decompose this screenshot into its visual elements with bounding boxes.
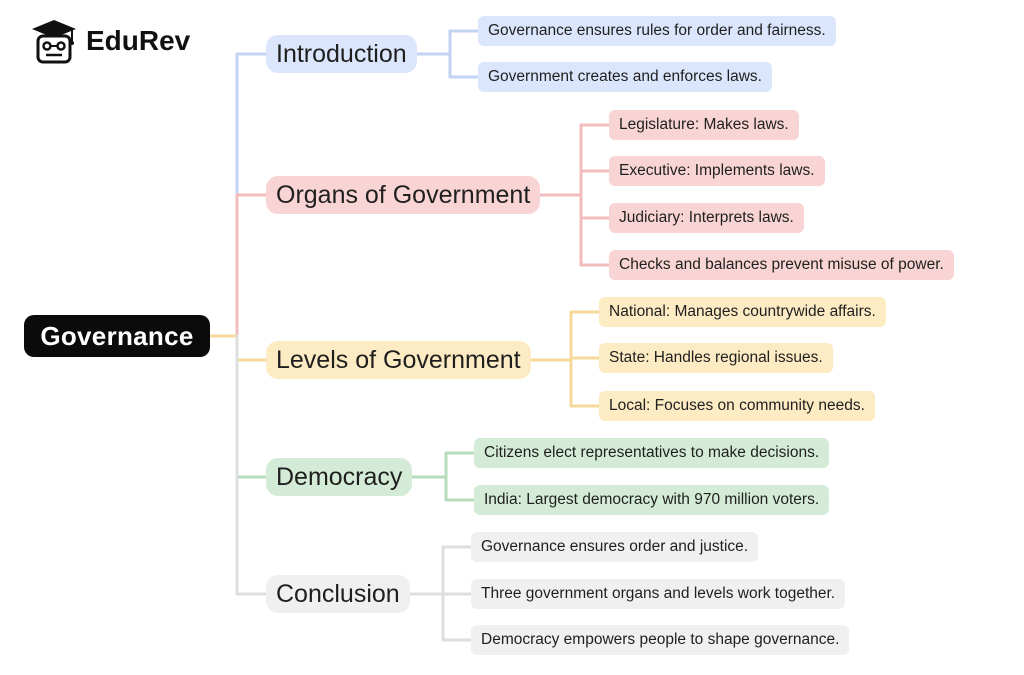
- leaf-democracy-1: Citizens elect representatives to make d…: [474, 438, 830, 468]
- branch-organs-of-government: Organs of Government: [266, 176, 541, 214]
- leaf-conclusion-1: Governance ensures order and justice.: [471, 532, 759, 562]
- branch-levels-of-government: Levels of Government: [266, 341, 531, 379]
- leaf-levels-2: State: Handles regional issues.: [599, 343, 833, 373]
- leaf-organs-2: Executive: Implements laws.: [609, 156, 825, 186]
- root-node-governance: Governance: [24, 315, 210, 357]
- branch-democracy: Democracy: [266, 458, 413, 496]
- leaf-levels-1: National: Manages countrywide affairs.: [599, 297, 886, 327]
- leaf-democracy-2: India: Largest democracy with 970 millio…: [474, 485, 830, 515]
- leaf-levels-3: Local: Focuses on community needs.: [599, 391, 875, 421]
- leaf-introduction-1: Governance ensures rules for order and f…: [478, 16, 836, 46]
- leaf-organs-3: Judiciary: Interprets laws.: [609, 203, 804, 233]
- leaf-organs-4: Checks and balances prevent misuse of po…: [609, 250, 954, 280]
- leaf-organs-1: Legislature: Makes laws.: [609, 110, 799, 140]
- branch-introduction: Introduction: [266, 35, 417, 73]
- leaf-conclusion-2: Three government organs and levels work …: [471, 579, 846, 609]
- brand-name: EduRev: [86, 25, 191, 56]
- edurev-logo: EduRev: [30, 18, 190, 64]
- leaf-conclusion-3: Democracy empowers people to shape gover…: [471, 625, 850, 655]
- leaf-introduction-2: Government creates and enforces laws.: [478, 62, 772, 92]
- branch-conclusion: Conclusion: [266, 575, 410, 613]
- graduation-cap-icon: [32, 20, 76, 64]
